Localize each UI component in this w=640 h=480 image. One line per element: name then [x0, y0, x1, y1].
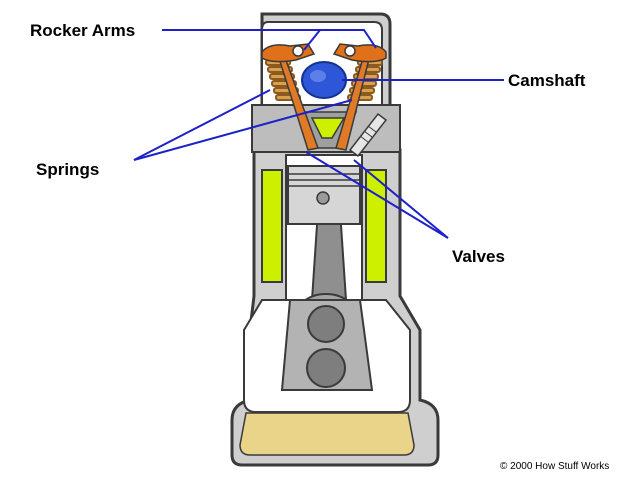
label-springs: Springs	[36, 160, 99, 179]
rocker-arm-icon	[261, 43, 387, 63]
camshaft-icon	[301, 61, 347, 99]
coolant-right	[365, 169, 387, 283]
crankshaft-icon	[280, 299, 374, 391]
oil-sump	[239, 412, 415, 456]
coolant-passages	[261, 117, 387, 283]
copyright-text: © 2000 How Stuff Works	[500, 461, 609, 472]
leader-rocker-arms	[162, 29, 377, 49]
piston-icon	[287, 165, 361, 225]
leader-lines	[133, 29, 504, 239]
spark-plug-icon	[348, 112, 388, 158]
label-camshaft: Camshaft	[508, 71, 586, 90]
leader-springs-b	[133, 99, 353, 161]
label-rocker-arms: Rocker Arms	[30, 21, 135, 40]
coolant-left	[261, 169, 283, 283]
leader-valves-b	[353, 159, 449, 239]
leader-springs-a	[133, 89, 271, 161]
leader-valves-a	[305, 151, 449, 239]
label-valves: Valves	[452, 247, 505, 266]
coolant-head	[310, 117, 346, 139]
